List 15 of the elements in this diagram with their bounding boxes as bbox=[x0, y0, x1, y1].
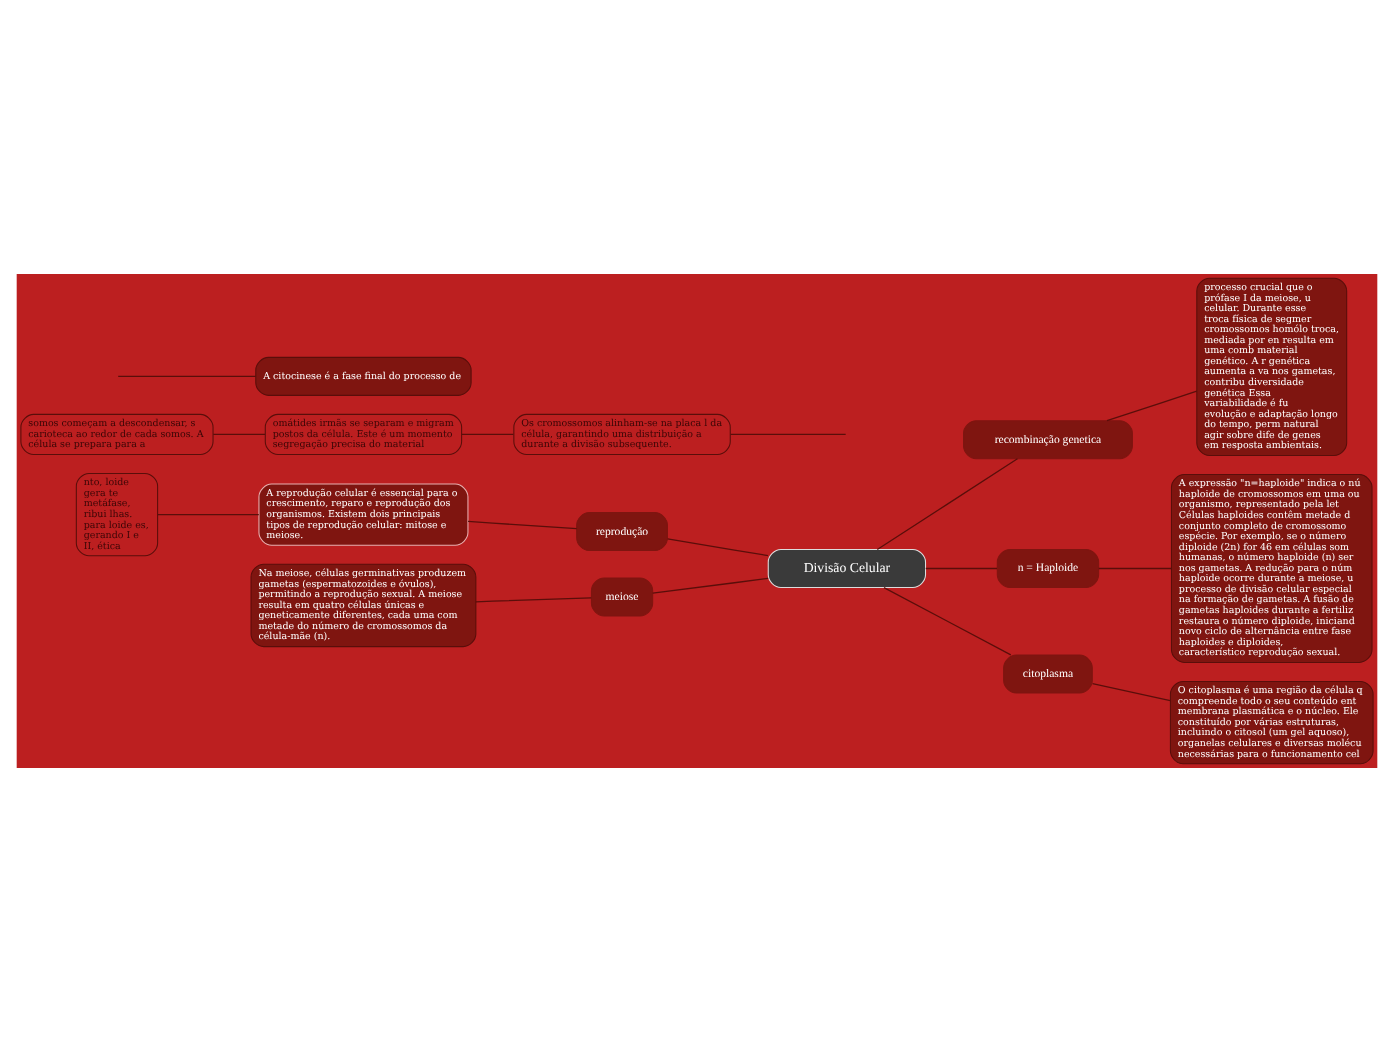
connector bbox=[1091, 681, 1171, 701]
connector bbox=[729, 432, 847, 435]
connector bbox=[475, 596, 592, 602]
connector bbox=[667, 537, 769, 556]
connector bbox=[461, 432, 515, 435]
connector bbox=[883, 586, 1012, 655]
connector bbox=[925, 566, 998, 569]
connector bbox=[652, 576, 769, 593]
connector bbox=[117, 374, 257, 377]
connector bbox=[876, 457, 1019, 550]
connector bbox=[212, 432, 266, 435]
connector bbox=[1106, 389, 1198, 421]
connector bbox=[467, 519, 578, 529]
connector bbox=[157, 513, 260, 515]
connector bbox=[1098, 566, 1172, 569]
